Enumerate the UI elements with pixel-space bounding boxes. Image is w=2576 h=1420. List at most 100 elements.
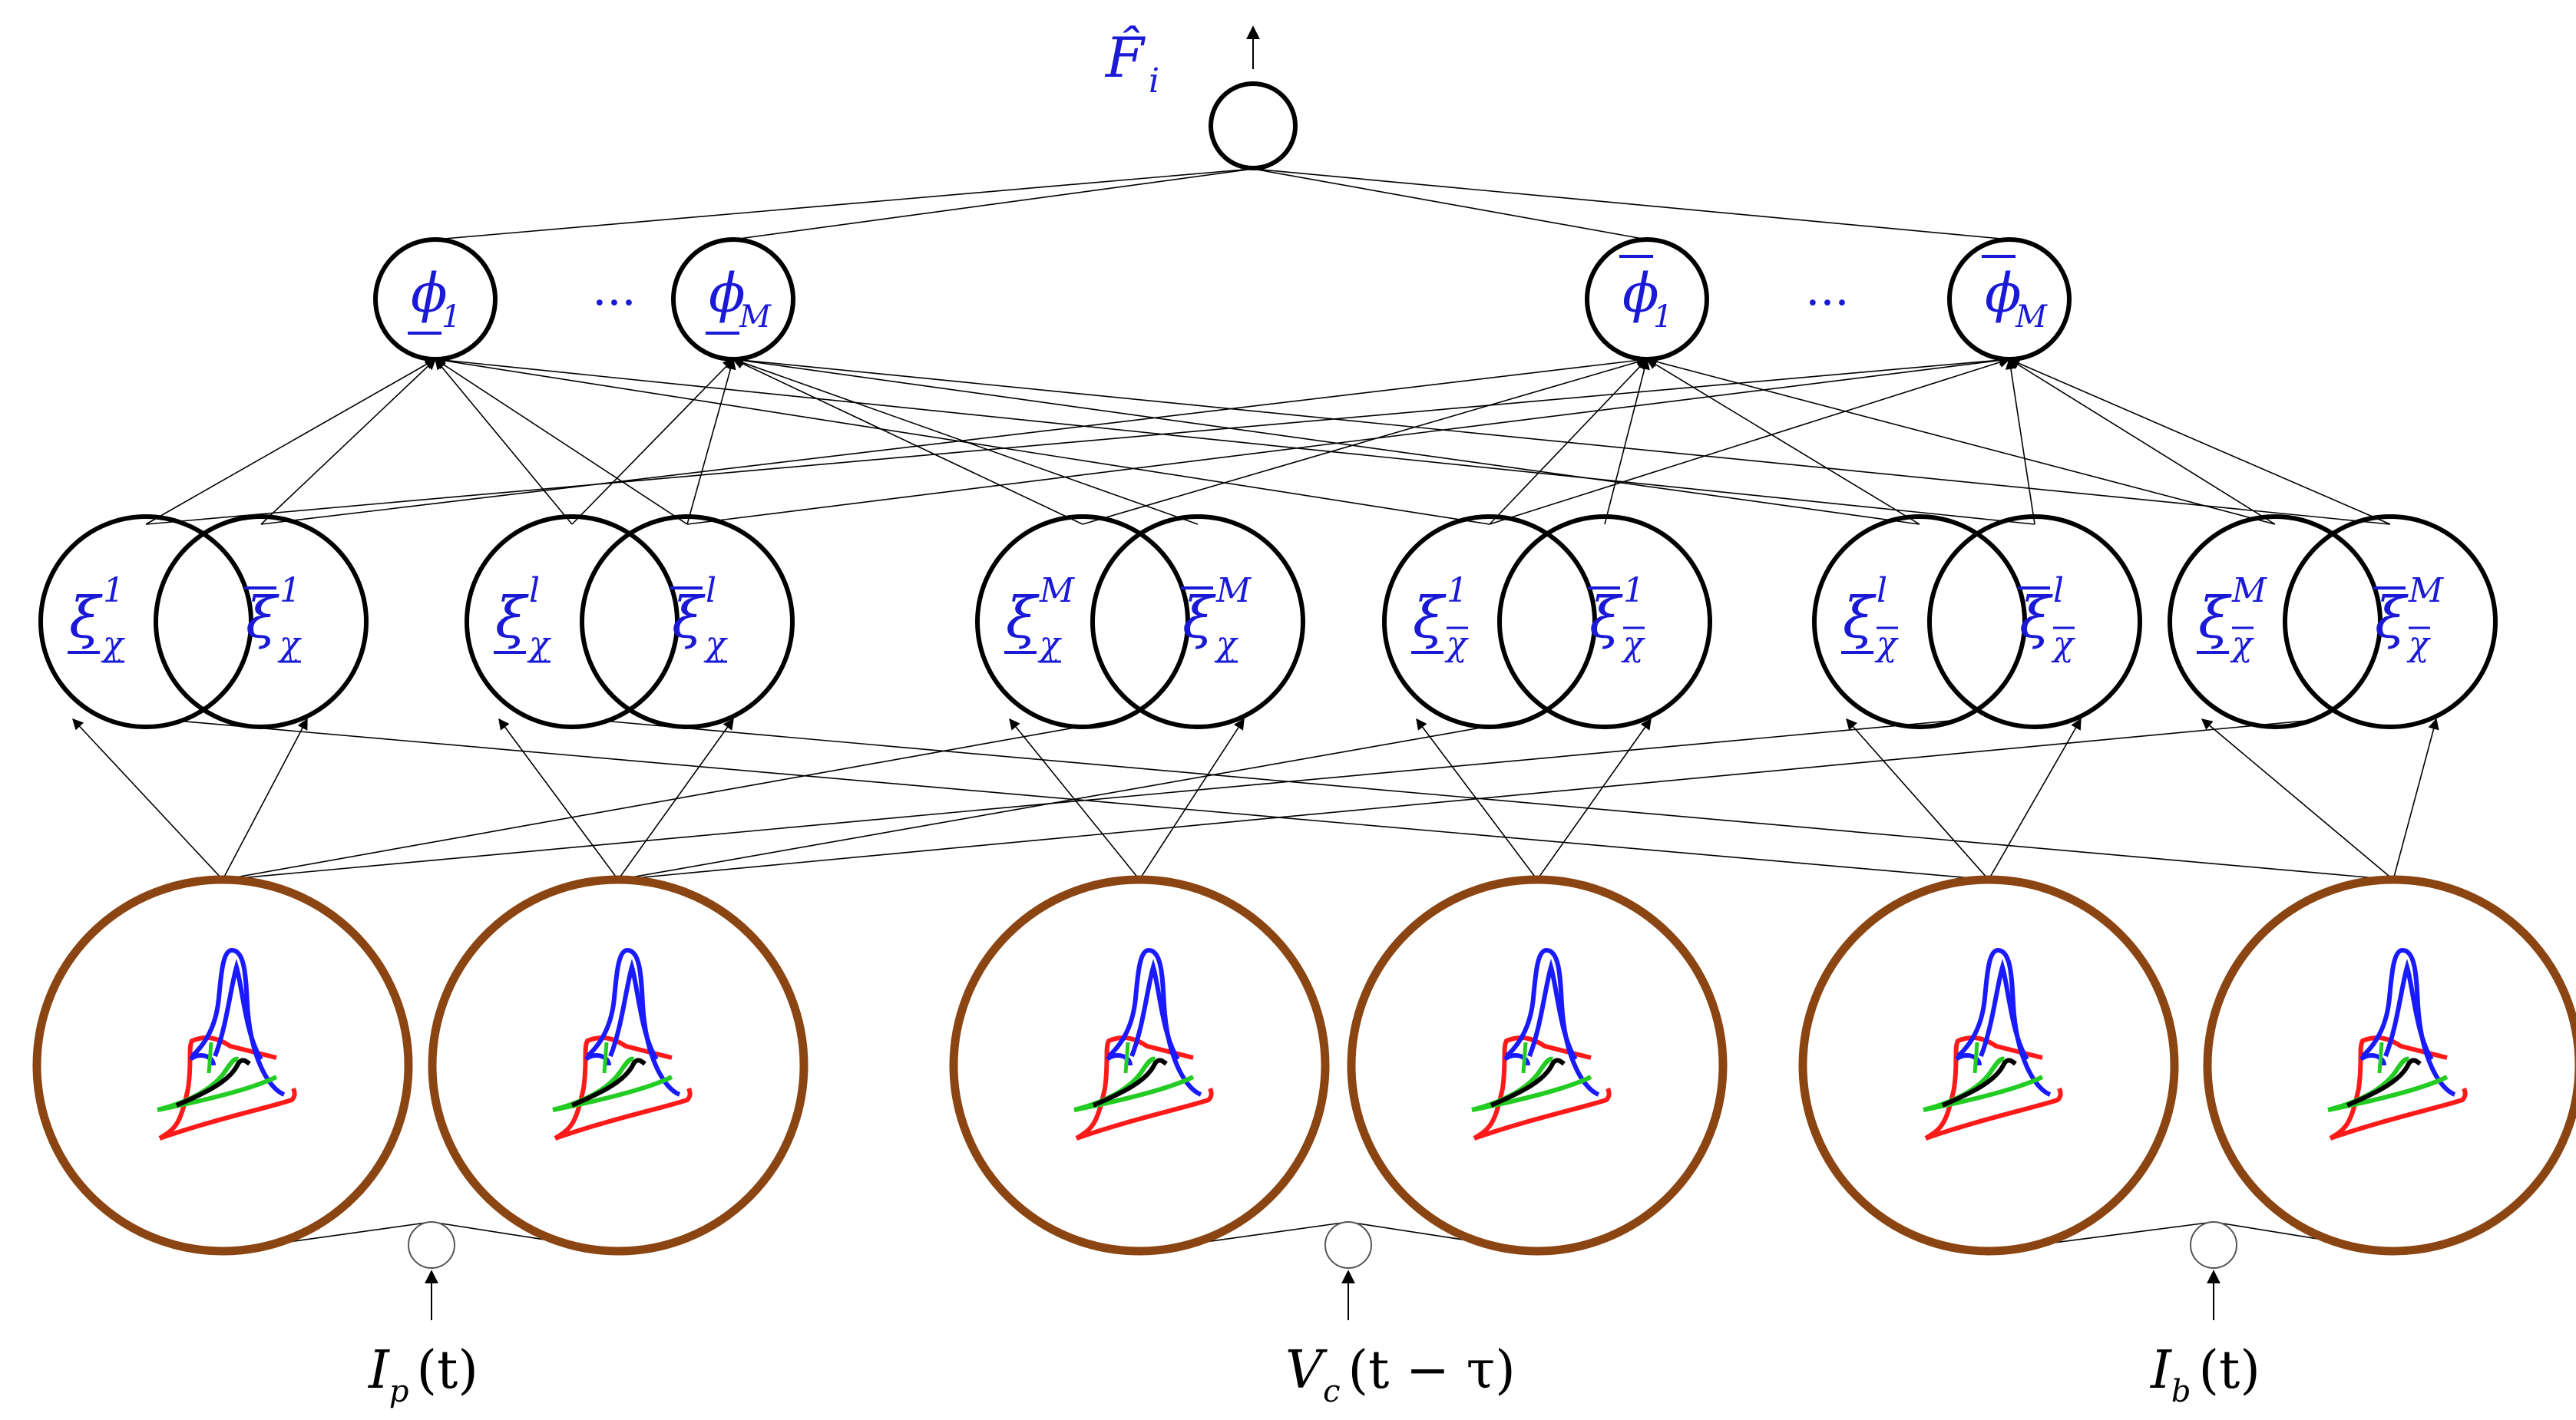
connection-line [686, 358, 736, 525]
rule-node-label: ϕ [709, 262, 746, 325]
firing-label-sup: l [706, 571, 716, 610]
mf-circle [949, 875, 1330, 1256]
input-label: Vc(t − τ) [1285, 1340, 1516, 1409]
input-circle [1324, 1221, 1372, 1269]
mf-circle [2203, 875, 2576, 1256]
rule-node-label: ϕ [1622, 262, 1659, 325]
input-layer: Ip(t) Vc(t − τ) Ib(t) [367, 1221, 2260, 1409]
firing-label-base: ξ [495, 585, 529, 651]
firing-label-base: ξ [1006, 585, 1040, 651]
firing-label-base: ξ [1589, 585, 1623, 651]
connection-line [1846, 718, 1989, 880]
input-label: Ip(t) [367, 1340, 478, 1409]
connection-line [1252, 168, 2010, 240]
firing-label-sub: χ [1444, 625, 1469, 664]
connection-line [145, 354, 2011, 525]
connection-line [1139, 718, 1245, 880]
upper-firing-circle [1927, 514, 2142, 729]
rule-node-subscript: 1 [441, 299, 461, 335]
connection-line [1604, 358, 1650, 525]
connection-line [435, 358, 573, 525]
firing-label-base: ξ [2198, 585, 2232, 651]
firing-label-sub: χ [2230, 625, 2254, 664]
connection-line [2005, 358, 2035, 525]
connection-line [1988, 718, 2082, 880]
firing-label-sup: M [1039, 571, 1075, 610]
mf-circle [1347, 875, 1728, 1256]
firing-label-sub: χ [1037, 625, 1062, 664]
rule-node-circle [1585, 237, 1709, 362]
rule-node-subscript: 1 [1653, 299, 1672, 335]
connection-line [145, 358, 437, 525]
rule-node-circle [1947, 237, 2072, 362]
connection-line [2008, 358, 2276, 525]
lower-firing-circle [1812, 514, 2027, 729]
mf-circle [428, 875, 809, 1256]
firing-label-sup: l [2053, 571, 2064, 610]
connection-line [72, 718, 223, 880]
firing-label-sub: χ [2406, 625, 2431, 664]
rule-node-subscript: M [2015, 299, 2048, 335]
upper-firing-circle [1497, 514, 1712, 729]
membership-function-node [2203, 875, 2576, 1256]
input-node: Vc(t − τ) [1285, 1221, 1516, 1409]
membership-function-layer [32, 875, 2576, 1256]
ellipsis: ··· [592, 276, 636, 330]
firing-label-sub: χ [1214, 625, 1238, 664]
connection-line [434, 355, 1490, 525]
mf-circle [32, 875, 413, 1256]
output-node: F̂i [1104, 25, 1298, 170]
rule-node: ϕM [671, 237, 795, 362]
rule-node: ϕ1 [373, 237, 498, 362]
membership-function-node [428, 875, 809, 1256]
upper-firing-circle [1090, 514, 1305, 729]
firing-label-sub: χ [2051, 625, 2075, 664]
firing-label-sup: M [1215, 571, 1252, 610]
upper-firing-circle [580, 514, 795, 729]
connection-line [1489, 357, 2011, 525]
rule-node-label: ϕ [1985, 262, 2022, 325]
input-circle [2190, 1221, 2237, 1269]
upper-firing-circle [2283, 514, 2498, 729]
lower-firing-circle [975, 514, 1190, 729]
connection-line [1536, 718, 1652, 880]
connection-line [222, 720, 1114, 880]
connection-line [732, 355, 2391, 525]
firing-label-sup: M [2231, 571, 2267, 610]
connection-line [602, 720, 2394, 880]
rule-node-circle [373, 237, 498, 362]
firing-label-base: ξ [1413, 585, 1447, 651]
lower-firing-circle [1382, 514, 1597, 729]
connection-line [260, 358, 437, 525]
firing-label-sup: M [2408, 571, 2444, 610]
firing-label-base: ξ [69, 585, 103, 651]
connection-lines [72, 168, 2439, 1256]
firing-label-base: ξ [672, 585, 706, 651]
connection-line [617, 720, 1521, 880]
firing-label-sup: 1 [1447, 571, 1468, 610]
firing-label-sup: l [1877, 571, 1887, 610]
connection-line [222, 718, 308, 880]
connection-line [1645, 358, 1920, 525]
firing-label-sup: 1 [1623, 571, 1645, 610]
connection-line [686, 355, 2011, 525]
membership-function-node [1798, 875, 2179, 1256]
connection-line [260, 355, 1648, 525]
ellipsis: ··· [1805, 276, 1849, 330]
connection-line [1489, 358, 1648, 525]
firing-label-sub: χ [1874, 625, 1899, 664]
rule-node: ϕM [1947, 237, 2072, 362]
connection-line [1416, 718, 1538, 880]
lower-firing-circle [38, 514, 253, 729]
connection-line [2392, 718, 2439, 880]
connection-line [176, 720, 1989, 880]
input-label: Ib(t) [2149, 1340, 2260, 1409]
connection-line [732, 355, 1920, 525]
output-label: F̂i [1104, 25, 1159, 101]
